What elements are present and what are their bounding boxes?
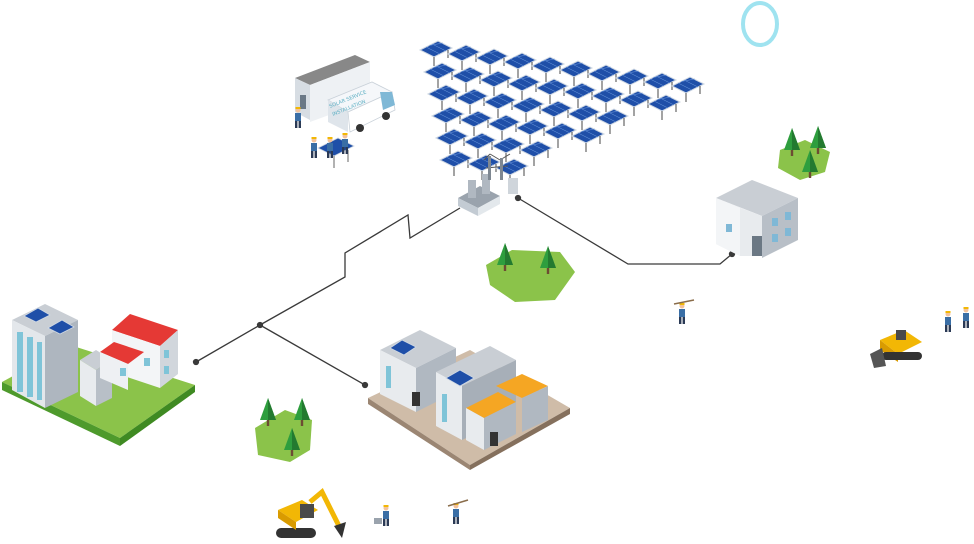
solar-panel-icon — [595, 108, 629, 135]
worker-icon — [679, 303, 685, 324]
solar-panel-icon — [619, 90, 653, 117]
worker-icon — [295, 107, 301, 128]
power-lines — [192, 194, 736, 389]
workers — [374, 299, 969, 526]
panel-being-installed — [317, 137, 355, 168]
solar-panel-icon — [455, 88, 489, 115]
solar-panel-icon — [459, 110, 493, 137]
solar-panel-icon — [535, 78, 569, 105]
solar-panel-icon — [431, 106, 465, 133]
solar-panel-icon — [647, 94, 681, 121]
solar-panel-icon — [439, 150, 473, 177]
solar-panel-icon — [487, 114, 521, 141]
solar-panel-icon — [435, 128, 469, 155]
solar-panel-icon — [503, 52, 537, 79]
solar-farm — [419, 40, 705, 185]
worker-icon — [383, 505, 389, 526]
solar-panel-icon — [671, 76, 705, 103]
solar-panel-icon — [567, 104, 601, 131]
solar-panel-icon — [539, 100, 573, 127]
worker-icon — [453, 503, 459, 524]
solar-panel-icon — [591, 86, 625, 113]
worker-icon — [963, 307, 969, 328]
solar-panel-icon — [419, 40, 453, 67]
solar-panel-icon — [479, 70, 513, 97]
solar-panel-icon — [511, 96, 545, 123]
solar-panel-icon — [559, 60, 593, 87]
solar-panel-icon — [423, 62, 457, 89]
worker-icon — [327, 137, 333, 158]
solar-panel-icon — [447, 44, 481, 71]
worker-icon — [945, 311, 951, 332]
line-to-office — [517, 197, 733, 265]
tree-cluster-lower — [255, 398, 312, 462]
service-van: SOLAR SERVICE INSTALLATION — [327, 81, 396, 133]
tree-cluster-center — [486, 243, 575, 302]
solar-panel-icon — [643, 72, 677, 99]
line-to-factory — [259, 324, 366, 386]
substation — [458, 153, 518, 216]
solar-panel-icon — [515, 118, 549, 145]
solar-panel-icon — [451, 66, 485, 93]
solar-panel-icon — [507, 74, 541, 101]
solar-panel-icon — [519, 140, 553, 167]
office-building — [716, 180, 798, 258]
solar-panel-icon — [571, 126, 605, 153]
solar-panel-icon — [615, 68, 649, 95]
solar-panel-icon — [587, 64, 621, 91]
factory — [368, 330, 570, 470]
solar-panel-icon — [483, 92, 517, 119]
residential-area — [2, 304, 195, 446]
excavator-icon — [276, 488, 346, 538]
worker-icon — [311, 137, 317, 158]
bulldozer-icon — [870, 330, 922, 368]
ring-icon — [741, 1, 779, 47]
service-station: SOLAR SERVICE INSTALLATION — [295, 55, 396, 168]
solar-panel-icon — [475, 48, 509, 75]
solar-panel-icon — [531, 56, 565, 83]
tree-cluster-farm — [778, 126, 830, 180]
solar-panel-icon — [427, 84, 461, 111]
solar-panel-icon — [563, 82, 597, 109]
solar-panel-icon — [543, 122, 577, 149]
